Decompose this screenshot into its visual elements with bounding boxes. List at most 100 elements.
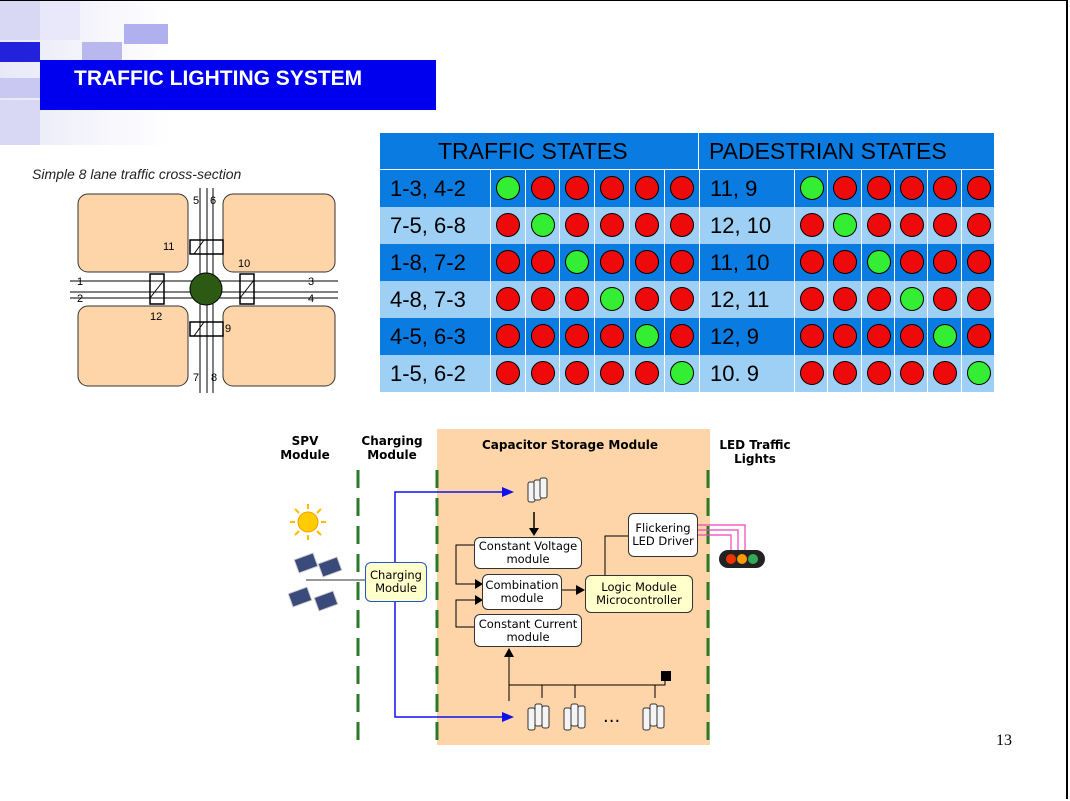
corner-square — [0, 78, 40, 98]
traffic-light-red — [669, 287, 694, 311]
traffic-light-red — [565, 361, 590, 385]
traffic-light-red — [496, 324, 520, 348]
pedestrian-light-red — [966, 250, 991, 274]
pedestrian-light-red — [833, 324, 858, 348]
pedestrian-light-red — [933, 250, 958, 274]
capacitor-ellipsis: ... — [603, 706, 620, 727]
traffic-light-red — [669, 176, 694, 200]
traffic-light-red — [496, 287, 520, 311]
block-diagram-wiring: ... — [287, 470, 765, 740]
traffic-light-green — [600, 287, 625, 311]
pedestrian-light-red — [866, 213, 891, 237]
pedestrian-light-green — [833, 213, 858, 237]
traffic-light-green — [634, 324, 659, 348]
traffic-light-red — [530, 361, 555, 385]
pedestrian-light-red — [866, 176, 891, 200]
crossing-label: 9 — [225, 323, 231, 335]
page-number: 13 — [996, 732, 1012, 749]
pedestrian-light-red — [933, 213, 958, 237]
pedestrian-light-red — [933, 361, 958, 385]
pedestrian-light-red — [899, 361, 924, 385]
pedestrian-light-red — [833, 250, 858, 274]
traffic-light-red — [669, 250, 694, 274]
pedestrian-light-red — [966, 324, 991, 348]
traffic-light-red — [530, 176, 555, 200]
corner-square — [0, 42, 40, 62]
state-row: 7-5, 6-8 12, 10 — [380, 207, 994, 244]
stage-label-led: LED Traffic Lights — [719, 438, 791, 466]
stage-label-spv: SPV Module — [280, 434, 330, 462]
traffic-state-label: 7-5, 6-8 — [390, 213, 466, 238]
lane-label: 1 — [77, 276, 83, 288]
pedestrian-light-red — [899, 213, 924, 237]
pedestrian-light-red — [800, 361, 824, 385]
lane-label: 5 — [193, 195, 199, 207]
traffic-light-red — [565, 287, 590, 311]
traffic-light-red — [496, 250, 520, 274]
capacitor-bank-icon — [527, 703, 665, 731]
pedestrian-light-red — [966, 213, 991, 237]
solar-panel-icon — [287, 552, 343, 612]
constant-voltage-box: Constant Voltage module — [474, 537, 582, 569]
flickering-driver-box: Flickering LED Driver — [628, 513, 698, 557]
lane-label: 4 — [308, 293, 314, 305]
pedestrian-light-red — [833, 287, 858, 311]
pedestrian-light-red — [966, 287, 991, 311]
pedestrian-state-label: 11, 10 — [699, 244, 794, 281]
lane-label: 7 — [193, 372, 199, 384]
traffic-state-label: 1-8, 7-2 — [390, 250, 466, 275]
corner-square — [40, 0, 80, 40]
stage-label-capacitor: Capacitor Storage Module — [481, 438, 658, 452]
pedestrian-state-label: 12, 9 — [699, 318, 794, 355]
block-bottom-left — [77, 305, 189, 387]
pedestrian-light-red — [866, 287, 891, 311]
pedestrian-light-red — [966, 176, 991, 200]
charging-module-box: Charging Module — [365, 562, 427, 602]
traffic-light-red — [600, 176, 625, 200]
traffic-light-green — [565, 250, 590, 274]
logic-module-box: Logic Module Microcontroller — [585, 575, 693, 613]
traffic-light-red — [600, 324, 625, 348]
traffic-light-red — [530, 250, 555, 274]
constant-current-box: Constant Current module — [474, 614, 582, 647]
pedestrian-light-red — [800, 213, 824, 237]
pedestrian-state-label: 12, 10 — [699, 207, 794, 244]
traffic-light-green — [496, 176, 520, 200]
intersection-diagram: 1 2 3 4 5 6 7 8 9 10 11 12 — [70, 188, 338, 393]
pedestrian-light-red — [866, 324, 891, 348]
state-row: 4-5, 6-3 12, 9 — [380, 318, 994, 355]
pedestrian-light-green — [899, 287, 924, 311]
traffic-light-red — [669, 213, 694, 237]
block-bottom-right — [222, 305, 336, 387]
traffic-light-red — [600, 361, 625, 385]
traffic-light-red — [634, 176, 659, 200]
traffic-light-green — [669, 361, 694, 385]
center-signal — [189, 272, 223, 306]
pedestrian-light-red — [933, 287, 958, 311]
slide-title: TRAFFIC LIGHTING SYSTEM — [40, 60, 436, 110]
pedestrian-light-red — [833, 361, 858, 385]
traffic-light-green — [530, 213, 555, 237]
pedestrian-light-red — [833, 176, 858, 200]
traffic-states-header: TRAFFIC STATES — [380, 133, 698, 169]
pedestrian-light-green — [966, 361, 991, 385]
traffic-light-red — [496, 361, 520, 385]
traffic-light-red — [634, 250, 659, 274]
corner-square — [0, 0, 40, 40]
pedestrian-light-red — [933, 176, 958, 200]
crossing-label: 11 — [163, 241, 174, 253]
stage-label-charging: Charging Module — [361, 434, 423, 462]
traffic-state-label: 4-5, 6-3 — [390, 324, 466, 349]
traffic-light-red — [496, 213, 520, 237]
traffic-light-icon — [719, 550, 765, 568]
traffic-light-red — [530, 287, 555, 311]
traffic-state-label: 1-3, 4-2 — [390, 176, 466, 201]
pedestrian-light-green — [933, 324, 958, 348]
corner-square — [124, 24, 168, 44]
pedestrian-state-label: 11, 9 — [699, 170, 794, 207]
cross-section-caption: Simple 8 lane traffic cross-section — [32, 166, 242, 182]
traffic-light-red — [565, 213, 590, 237]
capacitor-icon — [527, 477, 548, 503]
